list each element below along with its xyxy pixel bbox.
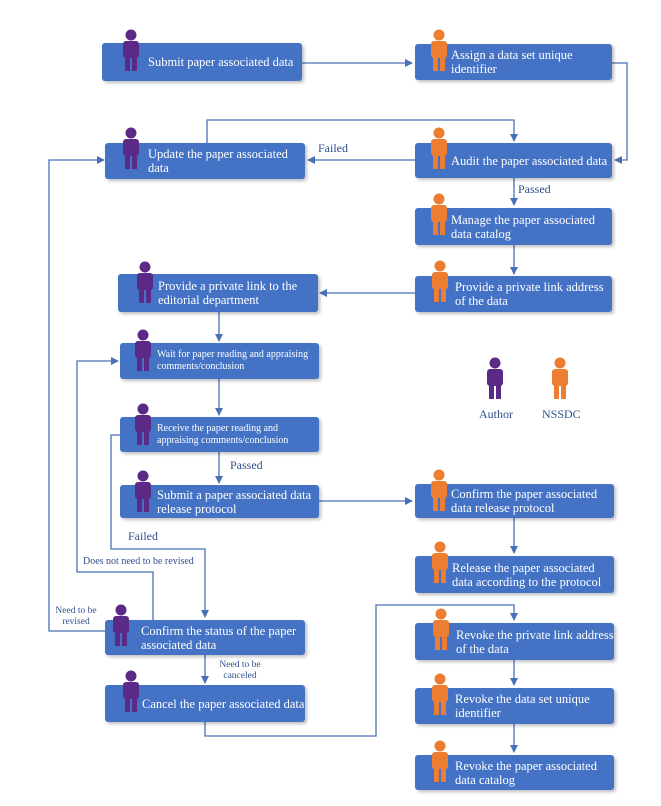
submit-protocol-step: Submit a paper associated data release p… <box>120 485 319 518</box>
author-icon <box>137 261 153 303</box>
submit-data-label: Submit paper associated data <box>148 55 294 69</box>
update-data-label: Update the paper associated data <box>148 147 288 175</box>
nssdc-icon <box>432 673 448 715</box>
confirm-status-label: Confirm the status of the paper associat… <box>141 623 297 652</box>
nssdc-icon <box>431 469 447 511</box>
manage-catalog-step: Manage the paper associated data catalog <box>415 208 612 245</box>
revoke-link-label: Revoke the private link address of the d… <box>456 627 614 656</box>
nssdc-icon <box>433 608 449 650</box>
passed-audit-label: Passed <box>518 182 551 196</box>
confirm-protocol-step: Confirm the paper associated data releas… <box>415 484 614 518</box>
arrow-assign-to-audit <box>612 62 628 164</box>
wait-comments-label: Wait for paper reading and appraising co… <box>157 349 309 372</box>
legend-author-icon <box>487 357 503 399</box>
confirm-protocol-label: Confirm the paper associated data releas… <box>451 487 598 515</box>
release-data-label: Release the paper associated data accord… <box>452 560 602 589</box>
passed-review-label: Passed <box>230 458 263 472</box>
submit-protocol-label: Submit a paper associated data release p… <box>157 487 312 516</box>
author-icon <box>123 670 139 712</box>
failed-audit-label: Failed <box>318 141 348 155</box>
nssdc-icon <box>432 740 448 782</box>
nssdc-icon <box>431 127 447 169</box>
release-data-step: Release the paper associated data accord… <box>415 556 614 593</box>
author-icon <box>123 127 139 169</box>
arrow-need-revise-to-update <box>48 156 105 632</box>
author-icon <box>135 329 151 371</box>
need-cancel-label: Need to be canceled <box>210 660 270 682</box>
revoke-identifier-step: Revoke the data set unique identifier <box>415 688 614 724</box>
author-icon <box>135 470 151 512</box>
nssdc-icon <box>432 260 448 302</box>
provide-link-label: Provide a private link address of the da… <box>455 280 604 308</box>
nssdc-icon <box>431 193 447 235</box>
legend-nssdc-icon <box>552 357 568 399</box>
audit-data-step: Audit the paper associated data <box>415 143 612 178</box>
revoke-identifier-label: Revoke the data set unique identifier <box>455 692 590 720</box>
no-revise-label: Does not need to be revised <box>83 556 194 568</box>
arrow-receive-failed <box>110 434 209 618</box>
audit-data-label: Audit the paper associated data <box>451 153 608 168</box>
legend-nssdc-label: NSSDC <box>542 407 581 421</box>
failed-review-label: Failed <box>128 529 158 543</box>
arrow-update-to-audit <box>206 119 518 143</box>
update-data-step: Update the paper associated data <box>105 143 305 179</box>
nssdc-icon <box>432 541 448 583</box>
manage-catalog-label: Manage the paper associated data catalog <box>451 212 596 241</box>
author-icon <box>113 604 129 646</box>
author-icon <box>135 403 151 445</box>
assign-identifier-label: Assign a data set unique identifier <box>451 48 573 76</box>
editorial-link-label: Provide a private link to the editorial … <box>158 279 298 307</box>
nssdc-icon <box>431 29 447 71</box>
author-icon <box>123 29 139 71</box>
arrow-cancel-to-revoke <box>204 604 518 737</box>
receive-comments-label: Receive the paper reading and appraising… <box>157 422 289 446</box>
confirm-status-step: Confirm the status of the paper associat… <box>105 620 305 655</box>
need-revise-label: Need to be revised <box>50 606 102 628</box>
wait-comments-step: Wait for paper reading and appraising co… <box>120 343 319 379</box>
receive-comments-step: Receive the paper reading and appraising… <box>120 417 319 452</box>
cancel-data-label: Cancel the paper associated data <box>142 696 305 711</box>
arrow-no-revise-to-wait <box>76 357 154 620</box>
legend-author-label: Author <box>479 407 513 421</box>
revoke-catalog-label: Revoke the paper associated data catalog <box>455 758 597 787</box>
revoke-catalog-step: Revoke the paper associated data catalog <box>415 755 614 790</box>
assign-identifier-step: Assign a data set unique identifier <box>415 44 612 80</box>
